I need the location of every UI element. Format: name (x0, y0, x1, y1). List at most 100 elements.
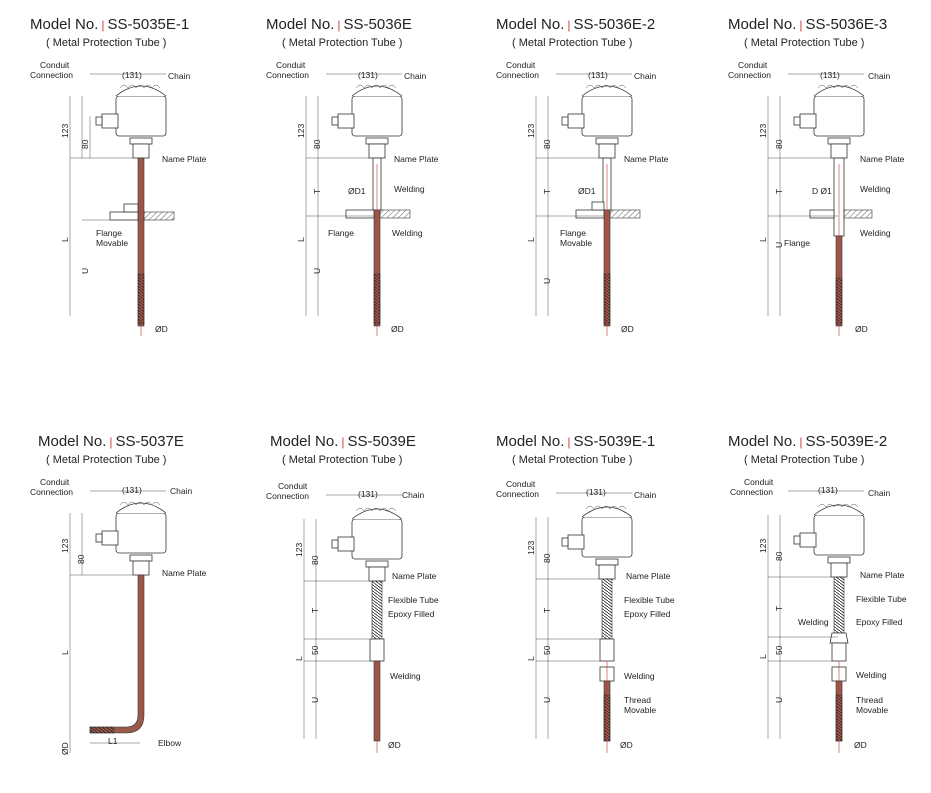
flex-tube-label: Flexible Tube (856, 594, 907, 604)
panel-ss-5039e: Model No.|SS-5039E ( Metal Protection Tu… (266, 433, 498, 793)
L-dim: L (60, 237, 70, 242)
panel-ss-5036e-2: Model No.|SS-5036E-2 ( Metal Protection … (496, 16, 728, 376)
U-dim: U (774, 241, 784, 248)
nameplate-label: Name Plate (392, 571, 437, 581)
chain-label: Chain (868, 71, 891, 81)
subtitle: ( Metal Protection Tube ) (46, 454, 167, 466)
drawing (767, 490, 865, 753)
model-title: Model No.|SS-5039E-1 (496, 433, 656, 450)
thread-label: Thread (624, 695, 651, 705)
connection-label: Connection (496, 489, 540, 499)
width-dim: (131) (358, 489, 378, 499)
connection-label: Connection (30, 70, 74, 80)
epoxy-label: Epoxy Filled (388, 609, 435, 619)
nameplate-label: Name Plate (860, 570, 905, 580)
subtitle: ( Metal Protection Tube ) (282, 37, 403, 49)
connection-label: Connection (730, 487, 774, 497)
model-title: Model No.|SS-5035E-1 (30, 16, 190, 33)
flange-label: Flange (784, 238, 810, 248)
h123-dim: 123 (60, 538, 70, 553)
d1-label: ØD1 (348, 186, 366, 196)
h123-dim: 123 (526, 540, 536, 555)
epoxy-label: Epoxy Filled (856, 617, 903, 627)
U-dim: U (774, 696, 784, 703)
h80-dim: 80 (542, 553, 552, 563)
welding-label-2: Welding (856, 670, 887, 680)
diameter-dim: ØD (60, 742, 70, 755)
flex-tube-label: Flexible Tube (388, 595, 439, 605)
welding-label-1: Welding (394, 184, 425, 194)
welding-label: Welding (390, 671, 421, 681)
flange-label: Flange (560, 228, 586, 238)
width-dim: (131) (588, 70, 608, 80)
L-dim: L (296, 237, 306, 242)
width-dim: (131) (122, 70, 142, 80)
width-dim: (131) (358, 70, 378, 80)
T-dim: T (542, 607, 552, 613)
drawing (303, 494, 403, 753)
panel-ss-5039e-1: Model No.|SS-5039E-1 ( Metal Protection … (496, 433, 728, 793)
conduit-label: Conduit (278, 481, 308, 491)
U-dim: U (312, 267, 322, 274)
model-title: Model No.|SS-5036E-3 (728, 16, 888, 33)
movable-label: Movable (856, 705, 889, 715)
h80-dim: 80 (80, 139, 90, 149)
U-dim: U (80, 267, 90, 274)
subtitle: ( Metal Protection Tube ) (282, 454, 403, 466)
flex-tube-label: Flexible Tube (624, 595, 675, 605)
conduit-label: Conduit (506, 60, 536, 70)
L-dim: L (526, 237, 536, 242)
diameter-label: ØD (388, 740, 401, 750)
drawing (535, 73, 641, 336)
U-dim: U (542, 277, 552, 284)
welding-label-2: Welding (860, 228, 891, 238)
conduit-label: Conduit (40, 477, 70, 487)
flange-label: Flange (96, 228, 122, 238)
model-title: Model No.|SS-5037E (38, 433, 184, 450)
welding-label: Welding (624, 671, 655, 681)
d1-label: ØD1 (578, 186, 596, 196)
h123-dim: 123 (60, 123, 70, 138)
diameter-label: ØD (621, 324, 634, 334)
T-dim: T (774, 188, 784, 194)
welding-label-2: Welding (392, 228, 423, 238)
conduit-label: Conduit (40, 60, 70, 70)
panel-ss-5039e-2: Model No.|SS-5039E-2 ( Metal Protection … (728, 433, 931, 793)
h50-dim: 50 (310, 645, 320, 655)
h50-dim: 50 (542, 645, 552, 655)
diameter-label: ØD (620, 740, 633, 750)
conduit-label: Conduit (276, 60, 306, 70)
chain-label: Chain (402, 490, 425, 500)
drawing (69, 73, 175, 336)
panel-ss-5036e: Model No.|SS-5036E ( Metal Protection Tu… (266, 16, 498, 376)
chain-label: Chain (634, 71, 657, 81)
L-dim: L (758, 654, 768, 659)
h123-dim: 123 (296, 123, 306, 138)
connection-label: Connection (30, 487, 74, 497)
h123-dim: 123 (294, 542, 304, 557)
drawing (767, 73, 873, 336)
movable-label: Movable (96, 238, 129, 248)
h80-dim: 80 (310, 555, 320, 565)
d1-label: D Ø1 (812, 186, 832, 196)
conduit-label: Conduit (506, 479, 536, 489)
connection-label: Connection (266, 491, 310, 501)
T-dim: T (774, 605, 784, 611)
diameter-label: ØD (155, 324, 168, 334)
subtitle: ( Metal Protection Tube ) (512, 454, 633, 466)
subtitle: ( Metal Protection Tube ) (512, 37, 633, 49)
T-dim: T (542, 188, 552, 194)
h80-dim: 80 (76, 554, 86, 564)
nameplate-label: Name Plate (624, 154, 669, 164)
drawing (69, 490, 167, 753)
diameter-label: ØD (855, 324, 868, 334)
L-dim: L (526, 656, 536, 661)
width-dim: (131) (586, 487, 606, 497)
connection-label: Connection (496, 70, 540, 80)
h80-dim: 80 (542, 139, 552, 149)
nameplate-label: Name Plate (860, 154, 905, 164)
welding-label-1: Welding (798, 617, 829, 627)
conduit-label: Conduit (744, 477, 774, 487)
width-dim: (131) (820, 70, 840, 80)
h80-dim: 80 (774, 139, 784, 149)
